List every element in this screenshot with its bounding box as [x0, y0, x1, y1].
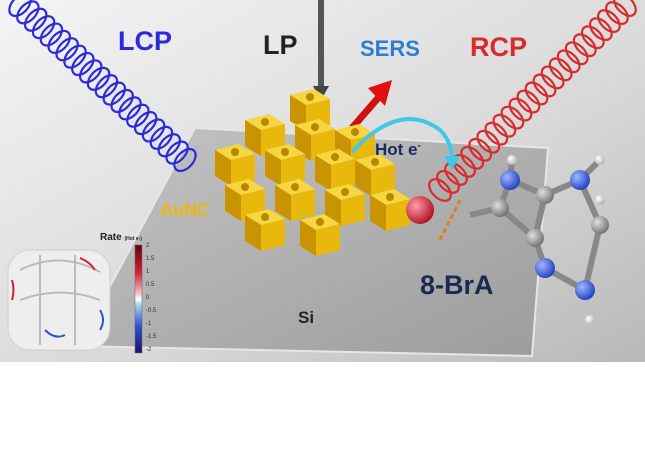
helix-loop [39, 22, 64, 47]
hot-electron-text: Hot e [375, 140, 418, 159]
colorbar-tick-label: 1.5 [146, 256, 155, 262]
helix-loop [428, 178, 452, 202]
hot-electron-superscript: - [417, 140, 421, 152]
helix-loop [588, 17, 613, 42]
colorbar-tick-label: 0.5 [146, 282, 155, 288]
colorbar-tick-label: 2 [146, 243, 150, 249]
sers-arrow [349, 80, 392, 131]
helix-loop [468, 137, 493, 162]
helix-loop [484, 121, 509, 146]
helix-loop [508, 97, 533, 122]
colorbar-tick-label: 1 [146, 269, 150, 275]
colorbar-tick-label: 0 [146, 295, 150, 301]
colorbar-unit: (Hot e-) [124, 236, 142, 242]
helix-loop [500, 105, 525, 130]
gold-nanocube [370, 189, 410, 231]
helix-loop [78, 59, 103, 84]
8-bra-molecule [406, 155, 609, 325]
helix-loop [516, 89, 541, 114]
sers-label: SERS [360, 36, 420, 61]
helix-loop [580, 25, 605, 50]
helix-loop [47, 29, 72, 54]
gold-nanocube [265, 144, 305, 186]
helix-loop [605, 1, 629, 25]
helix-loop [492, 113, 517, 138]
colorbar-tick-label: -1 [146, 321, 152, 327]
aunc-simulation-inset [7, 244, 143, 354]
helix-loop [118, 96, 142, 121]
helix-loop [524, 81, 549, 106]
aunc-label: AuNC [160, 200, 210, 220]
gold-nanocube [355, 154, 395, 196]
lp-label: LP [263, 30, 298, 60]
helix-loop [613, 0, 637, 17]
helix-loop [165, 140, 189, 165]
helix-loop [564, 41, 589, 66]
helix-loop [31, 15, 56, 40]
helix-loop [16, 0, 40, 25]
helix-loop [597, 9, 621, 33]
hot-electron-label: Hot e- [375, 140, 421, 160]
helix-loop [133, 111, 158, 136]
helix-loop [141, 118, 166, 143]
colorbar-tick-label: -1.5 [146, 334, 157, 340]
helix-loop [102, 81, 127, 106]
helix-loop [476, 129, 501, 154]
helix-loop [460, 145, 485, 170]
colorbar-tick-label: -0.5 [146, 308, 157, 314]
molecule-label: 8-BrA [420, 270, 494, 300]
gold-nanocube [300, 214, 340, 256]
helix-loop [572, 33, 597, 58]
helix-loop [55, 37, 79, 62]
lcp-label: LCP [118, 26, 172, 56]
helix-loop [157, 133, 182, 158]
helix-loop [86, 66, 111, 91]
helix-loop [540, 65, 565, 90]
gold-nanocube [275, 179, 315, 221]
rcp-helix [428, 0, 637, 202]
si-label: Si [298, 308, 315, 327]
helix-loop [94, 74, 119, 99]
helix-loop [23, 7, 48, 32]
helix-loop [436, 170, 460, 194]
helix-loop [110, 88, 134, 113]
colorbar [134, 244, 143, 354]
colorbar-tick-label: -2 [146, 347, 152, 353]
helix-loop [548, 57, 573, 82]
helix-loop [444, 162, 468, 186]
helix-loop [149, 125, 174, 150]
helix-loop [556, 49, 581, 74]
lcp-helix [8, 0, 197, 173]
hot-electron-arrow [350, 117, 454, 161]
rcp-label: RCP [470, 32, 528, 62]
colorbar-title: Rate (Hot e-) [100, 232, 142, 243]
helix-loop [8, 0, 32, 18]
helix-loop [173, 147, 197, 173]
aunc-array [215, 89, 410, 256]
helix-loop [126, 103, 150, 128]
gold-nanocube [325, 184, 365, 226]
gold-nanocube [245, 209, 285, 251]
colorbar-title-text: Rate [100, 232, 122, 243]
helix-loop [63, 44, 87, 69]
gold-nanocube [215, 144, 255, 186]
helix-loop [532, 73, 557, 98]
lp-beam [313, 0, 329, 100]
hot-electron-arrowhead [444, 156, 460, 170]
gold-nanocube [315, 149, 355, 191]
helix-loop [71, 52, 95, 77]
